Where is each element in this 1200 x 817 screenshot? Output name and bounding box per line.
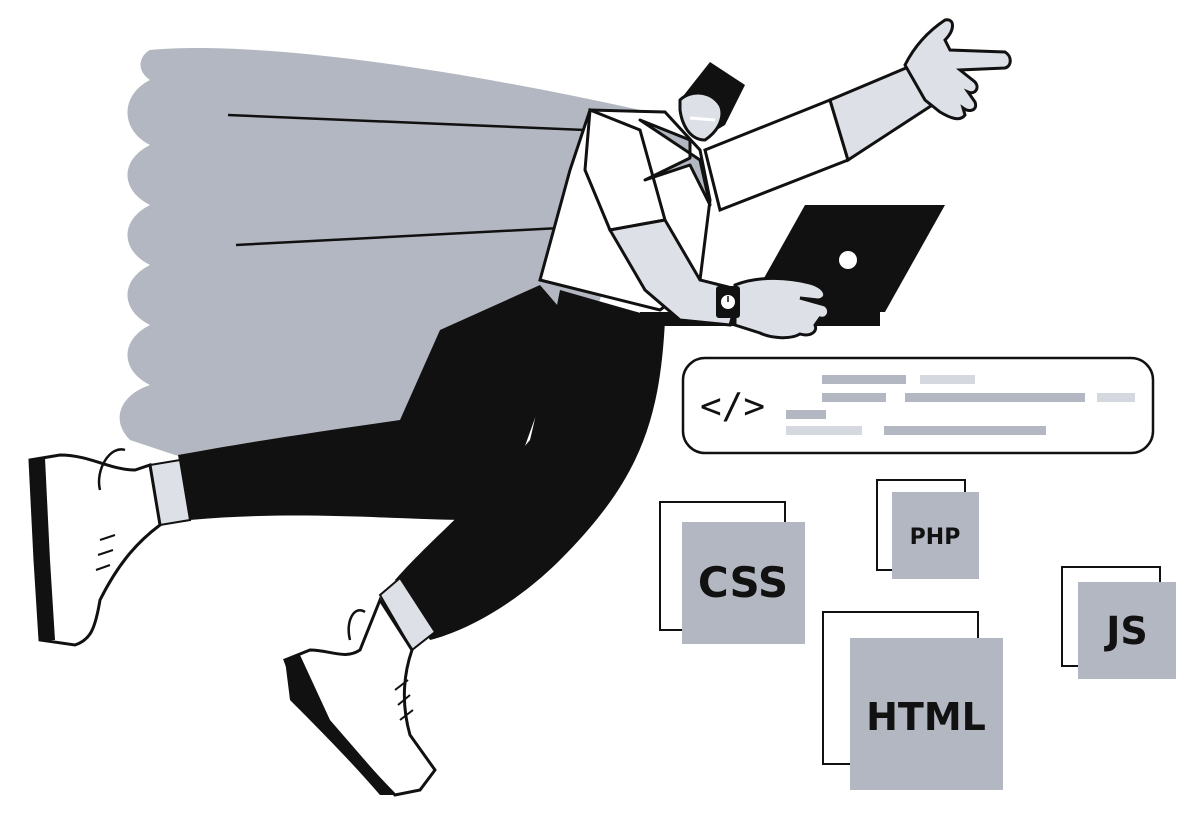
code-line-placeholder	[822, 375, 906, 384]
code-line-placeholder	[822, 393, 886, 402]
tech-tag-html: HTML	[822, 611, 1003, 790]
sneaker-icon	[283, 596, 437, 797]
tech-tag-css: CSS	[659, 501, 805, 644]
code-line-placeholder	[905, 393, 1085, 402]
wristwatch-icon	[716, 286, 740, 318]
code-line-placeholder	[786, 426, 862, 435]
back-leg	[178, 285, 570, 520]
cape-fold-line	[235, 226, 561, 247]
tech-tag-label: JS	[1103, 609, 1148, 653]
tech-tag-label: HTML	[866, 695, 986, 739]
code-line-placeholder	[884, 426, 1046, 435]
tech-tag-label: CSS	[698, 558, 788, 607]
code-snippet-card: </>	[681, 356, 1155, 455]
neckerchief-icon	[638, 118, 712, 207]
front-leg	[395, 290, 665, 640]
code-line-placeholder	[1097, 393, 1135, 402]
tech-tag-js: JS	[1061, 566, 1176, 679]
code-tag-icon: </>	[700, 386, 765, 427]
head	[678, 62, 745, 142]
sneaker-icon	[28, 448, 162, 647]
tech-tag-label: PHP	[910, 525, 961, 550]
code-line-placeholder	[786, 410, 826, 419]
pointing-hand-icon	[903, 18, 1012, 121]
code-line-placeholder	[920, 375, 975, 384]
holding-hand	[733, 276, 831, 340]
tech-tag-php: PHP	[876, 479, 979, 579]
cape-fold-line	[227, 113, 586, 132]
